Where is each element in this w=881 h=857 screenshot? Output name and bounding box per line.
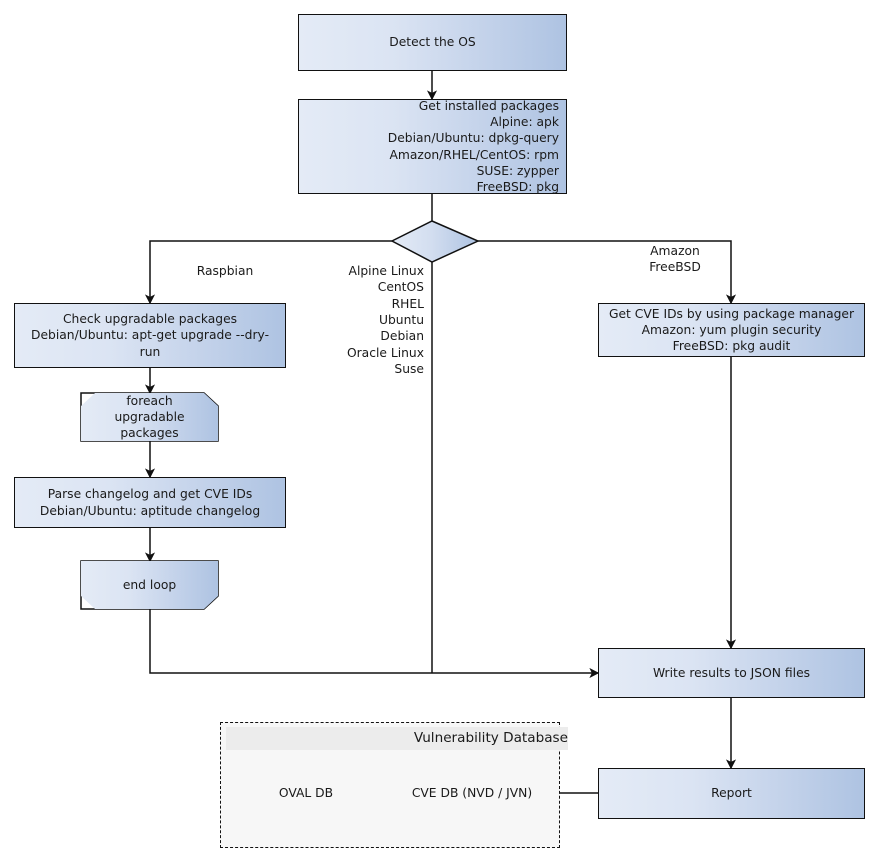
node-get-installed-packages-label: Get installed packages Alpine: apk Debia… [387,98,559,194]
node-parse-changelog-label: Parse changelog and get CVE IDs Debian/U… [39,487,261,518]
edge-label-amazon-freebsd: Amazon FreeBSD [649,244,701,275]
node-foreach[interactable]: foreach upgradable packages [81,393,218,441]
node-check-upgradable-label: Check upgradable packages Debian/Ubuntu:… [31,312,269,359]
node-get-cve-ids[interactable]: Get CVE IDs by using package manager Ama… [598,303,865,357]
node-write-results[interactable]: Write results to JSON files [598,648,865,698]
node-end-loop[interactable]: end loop [81,561,218,609]
edge-label-middle-distros: Alpine Linux CentOS RHEL Ubuntu Debian O… [346,264,424,377]
node-parse-changelog[interactable]: Parse changelog and get CVE IDs Debian/U… [14,477,286,528]
node-write-results-label: Write results to JSON files [652,665,811,680]
node-foreach-label: foreach upgradable packages [114,393,185,441]
node-get-cve-ids-label: Get CVE IDs by using package manager Ama… [608,306,855,354]
node-report-label: Report [711,786,752,801]
vulnerability-database-title: Vulnerability Database [226,727,568,750]
edge-endloop-to-write-results [149,609,600,679]
decision-diamond [390,220,480,263]
node-report[interactable]: Report [598,768,865,819]
oval-db-label: OVAL DB [278,786,334,800]
node-get-installed-packages[interactable]: Get installed packages Alpine: apk Debia… [298,99,567,194]
edge-label-raspbian: Raspbian [196,264,254,278]
node-check-upgradable[interactable]: Check upgradable packages Debian/Ubuntu:… [14,303,286,368]
cve-db-label: CVE DB (NVD / JVN) [411,786,533,800]
node-detect-os-label: Detect the OS [389,35,476,50]
node-detect-os[interactable]: Detect the OS [298,14,567,71]
node-end-loop-label: end loop [122,577,177,592]
